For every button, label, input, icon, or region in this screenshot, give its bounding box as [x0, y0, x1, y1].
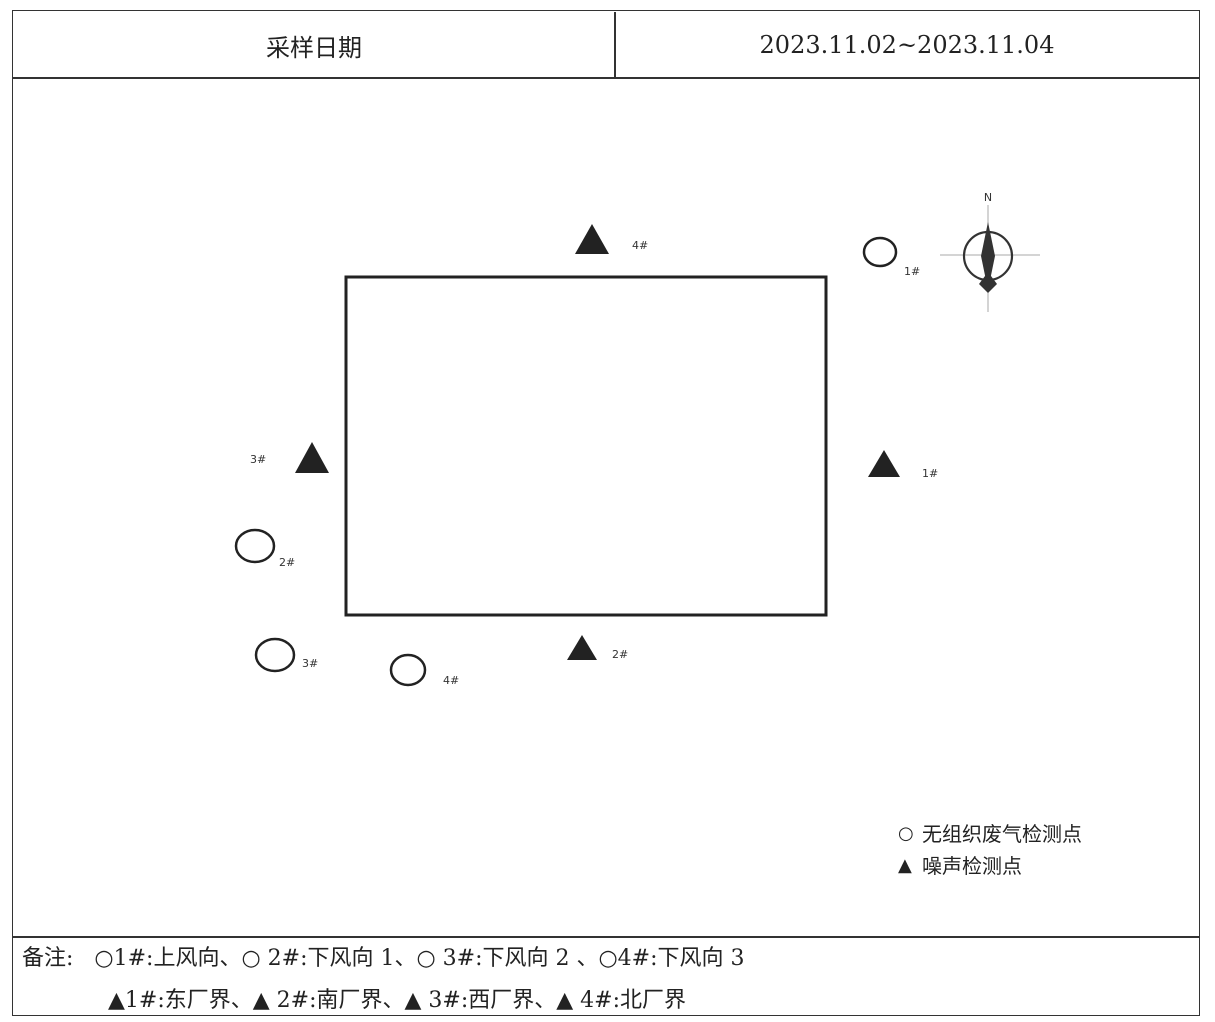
air-monitor-point-3: 3#: [254, 637, 318, 673]
notes-divider: [12, 936, 1200, 938]
triangle-marker-icon: [868, 450, 900, 477]
legend-air-item: ○ 无组织废气检测点: [898, 818, 1082, 850]
noise-monitor-point-1: 1#: [868, 450, 938, 480]
circle-marker-icon: [234, 528, 276, 564]
noise-monitor-point-2: 2#: [567, 635, 628, 661]
sampling-date-value: 2023.11.02~2023.11.04: [759, 31, 1055, 59]
air-monitor-point-2: 2#: [234, 528, 295, 569]
noise-point-2-label: 2#: [612, 648, 628, 661]
air-point-4-label: 4#: [443, 674, 459, 687]
legend-air-label: 无组织废气检测点: [922, 822, 1082, 846]
header-divider-vertical: [614, 12, 616, 78]
triangle-marker-icon: [295, 442, 329, 473]
noise-point-1-label: 1#: [922, 467, 938, 480]
notes-title: 备注:: [22, 946, 74, 971]
notes-noise-points: ▲1#:东厂界、▲ 2#:南厂界、▲ 3#:西厂界、▲ 4#:北厂界: [108, 988, 687, 1013]
compass-north-label: N: [984, 191, 992, 204]
circle-marker-icon: [862, 236, 898, 268]
circle-marker-icon: [254, 637, 296, 673]
triangle-legend-icon: ▲: [898, 855, 912, 876]
air-point-1-label: 1#: [904, 265, 920, 278]
noise-monitor-point-3: 3#: [250, 442, 329, 473]
legend-noise-label: 噪声检测点: [922, 854, 1022, 878]
air-point-2-label: 2#: [279, 556, 295, 569]
noise-monitor-point-4: 4#: [575, 224, 648, 254]
notes-air-points: ○1#:上风向、○ 2#:下风向 1、○ 3#:下风向 2 、○4#:下风向 3: [94, 946, 745, 971]
factory-boundary: [344, 275, 828, 617]
circle-marker-icon: [389, 653, 427, 687]
notes-line-1: 备注: ○1#:上风向、○ 2#:下风向 1、○ 3#:下风向 2 、○4#:下…: [22, 938, 745, 980]
legend: ○ 无组织废气检测点 ▲ 噪声检测点: [898, 818, 1082, 882]
noise-point-3-label: 3#: [250, 453, 266, 466]
header-divider-horizontal: [12, 77, 1200, 79]
air-monitor-point-1: 1#: [862, 236, 920, 278]
notes-section: 备注: ○1#:上风向、○ 2#:下风向 1、○ 3#:下风向 2 、○4#:下…: [22, 938, 745, 1022]
sampling-date-label: 采样日期: [266, 33, 362, 62]
triangle-marker-icon: [575, 224, 609, 254]
air-point-3-label: 3#: [302, 657, 318, 670]
monitoring-layout-frame: [12, 10, 1200, 1016]
compass-icon: N: [940, 191, 1040, 312]
notes-line-2: ▲1#:东厂界、▲ 2#:南厂界、▲ 3#:西厂界、▲ 4#:北厂界: [22, 980, 745, 1022]
circle-legend-icon: ○: [898, 823, 914, 844]
triangle-marker-icon: [567, 635, 597, 660]
air-monitor-point-4: 4#: [389, 653, 459, 687]
legend-noise-item: ▲ 噪声检测点: [898, 850, 1082, 882]
noise-point-4-label: 4#: [632, 239, 648, 252]
